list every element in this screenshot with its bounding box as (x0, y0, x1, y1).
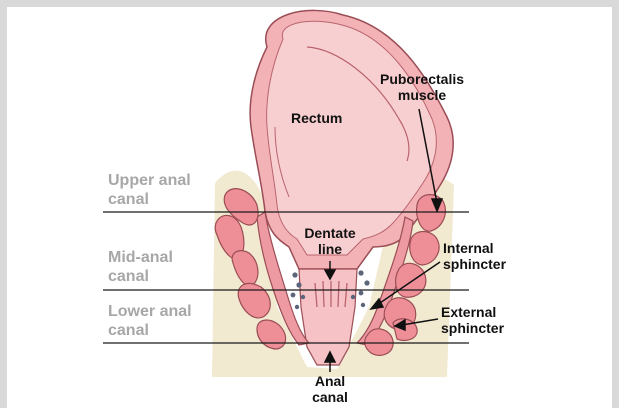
external-sphincter-label: External sphincter (441, 304, 504, 336)
upper-anal-canal-label: Upper anal canal (108, 171, 191, 209)
puborectalis-label: Puborectalis muscle (367, 71, 477, 103)
rectum-label: Rectum (291, 110, 342, 126)
diagram-frame: Upper anal canal Mid-anal canal Lower an… (7, 7, 612, 408)
dentate-line-label: Dentate line (292, 225, 368, 257)
anal-canal-label: Anal canal (300, 373, 360, 405)
anatomy-diagram (7, 7, 612, 408)
internal-sphincter-label: Internal sphincter (443, 240, 506, 272)
mid-anal-canal-label: Mid-anal canal (108, 248, 173, 286)
lower-anal-canal-label: Lower anal canal (108, 302, 192, 340)
